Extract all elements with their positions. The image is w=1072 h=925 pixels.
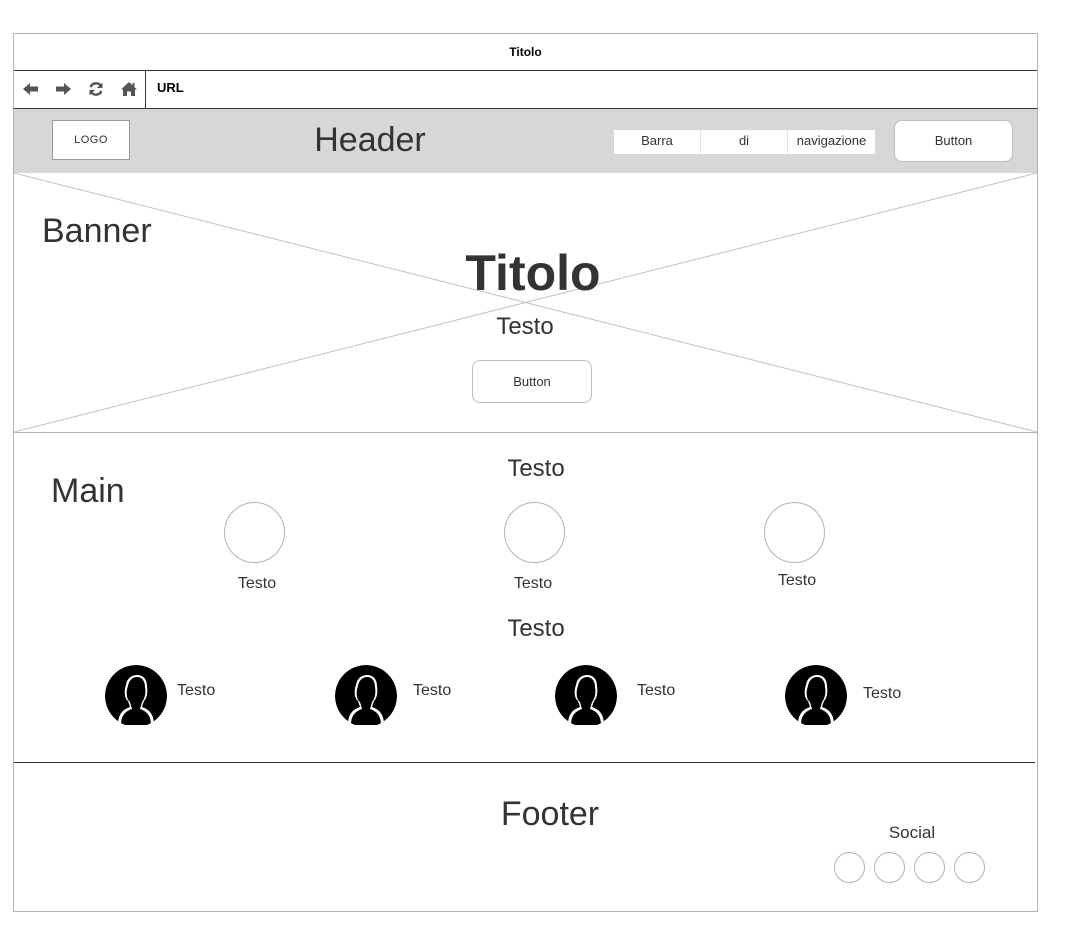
social-icon-3[interactable] — [914, 852, 945, 883]
feature-circle-2 — [504, 502, 565, 563]
person-caption-2: Testo — [413, 682, 452, 699]
banner-button[interactable]: Button — [472, 360, 592, 403]
banner-label: Banner — [42, 212, 152, 250]
footer-title: Footer — [500, 795, 600, 833]
social-label: Social — [888, 823, 936, 842]
banner-text: Testo — [496, 313, 554, 340]
person-caption-3: Testo — [637, 682, 676, 699]
window-title: Titolo — [13, 33, 1038, 71]
main-heading-2: Testo — [507, 615, 565, 642]
avatar-icon — [555, 665, 617, 725]
site-header — [14, 109, 1037, 173]
url-field[interactable]: URL — [157, 80, 184, 95]
avatar-icon — [105, 665, 167, 725]
feature-circle-1 — [224, 502, 285, 563]
browser-window — [13, 33, 1038, 912]
address-bar — [13, 70, 1038, 109]
nav-item-di[interactable]: di — [701, 130, 788, 154]
reload-icon[interactable] — [87, 80, 105, 98]
feature-caption-3: Testo — [777, 572, 817, 589]
feature-caption-2: Testo — [513, 575, 553, 592]
person-caption-4: Testo — [863, 685, 902, 702]
social-icon-2[interactable] — [874, 852, 905, 883]
social-icon-4[interactable] — [954, 852, 985, 883]
person-caption-1: Testo — [177, 682, 216, 699]
main-heading-1: Testo — [507, 455, 565, 482]
back-icon[interactable] — [22, 80, 40, 98]
header-title: Header — [314, 121, 426, 159]
banner-title: Titolo — [465, 245, 601, 301]
banner — [14, 173, 1037, 433]
avatar-icon — [335, 665, 397, 725]
footer-divider — [14, 762, 1035, 763]
url-separator — [145, 71, 146, 108]
social-icon-1[interactable] — [834, 852, 865, 883]
header-button[interactable]: Button — [894, 120, 1013, 162]
avatar-icon — [785, 665, 847, 725]
main-label: Main — [51, 472, 125, 510]
nav-item-navigazione[interactable]: navigazione — [788, 130, 875, 154]
forward-icon[interactable] — [54, 80, 72, 98]
banner-image-placeholder — [14, 173, 1037, 433]
feature-caption-1: Testo — [237, 575, 277, 592]
nav-item-barra[interactable]: Barra — [614, 130, 701, 154]
feature-circle-3 — [764, 502, 825, 563]
logo[interactable]: LOGO — [52, 120, 130, 160]
home-icon[interactable] — [120, 80, 138, 98]
